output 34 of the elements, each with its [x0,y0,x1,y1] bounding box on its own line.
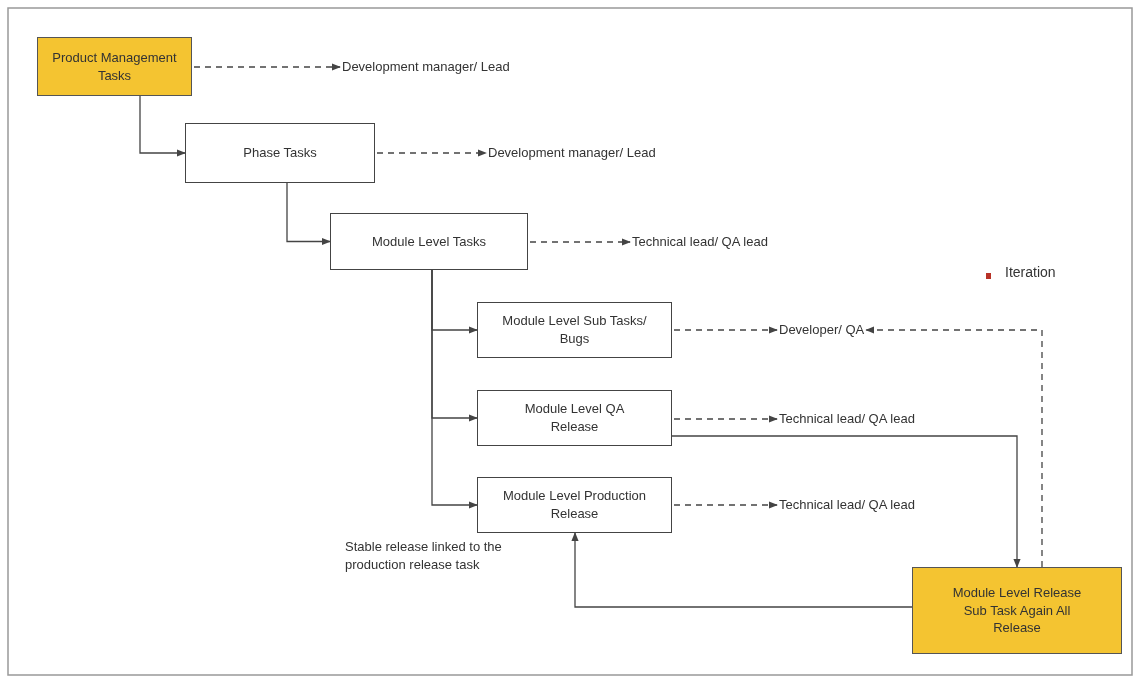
box-label: Module Level Production Release [501,487,648,523]
box-label: Module Level Sub Tasks/ Bugs [501,312,648,348]
legend-label: Iteration [1005,263,1056,282]
arrow [286,182,331,246]
task-box [185,123,375,183]
role-label: Technical lead/ QA lead [777,494,917,516]
box-label: Module Level QA Release [523,400,626,436]
note-text: Stable release linked to the production release task [345,538,503,575]
arrow [431,269,478,509]
dashed-arrow [673,326,778,334]
task-box [912,567,1122,654]
box-label: Product Management Tasks [51,48,178,85]
box-label: Module Level Release Sub Task Again All Release [951,584,1083,637]
task-box [477,390,672,446]
role-label: Technical lead/ QA lead [777,408,917,430]
dashed-arrow [529,238,631,246]
task-box [477,302,672,358]
role-label: Development manager/ Lead [486,142,658,164]
dashed-arrow [193,63,341,71]
task-box [330,213,528,270]
dashed-arrow [673,501,778,509]
role-label: Developer/ QA [777,319,867,341]
box-label: Phase Tasks [243,144,317,162]
task-box [477,477,672,533]
task-box [37,37,192,96]
dashed-arrow [865,326,1043,568]
arrow [571,532,913,608]
dashed-arrow [376,149,487,157]
arrow [671,435,1021,568]
role-label: Technical lead/ QA lead [630,231,770,253]
arrow [139,95,186,157]
dashed-arrow [673,415,778,423]
role-label: Development manager/ Lead [340,56,512,78]
box-label: Module Level Tasks [372,232,486,251]
